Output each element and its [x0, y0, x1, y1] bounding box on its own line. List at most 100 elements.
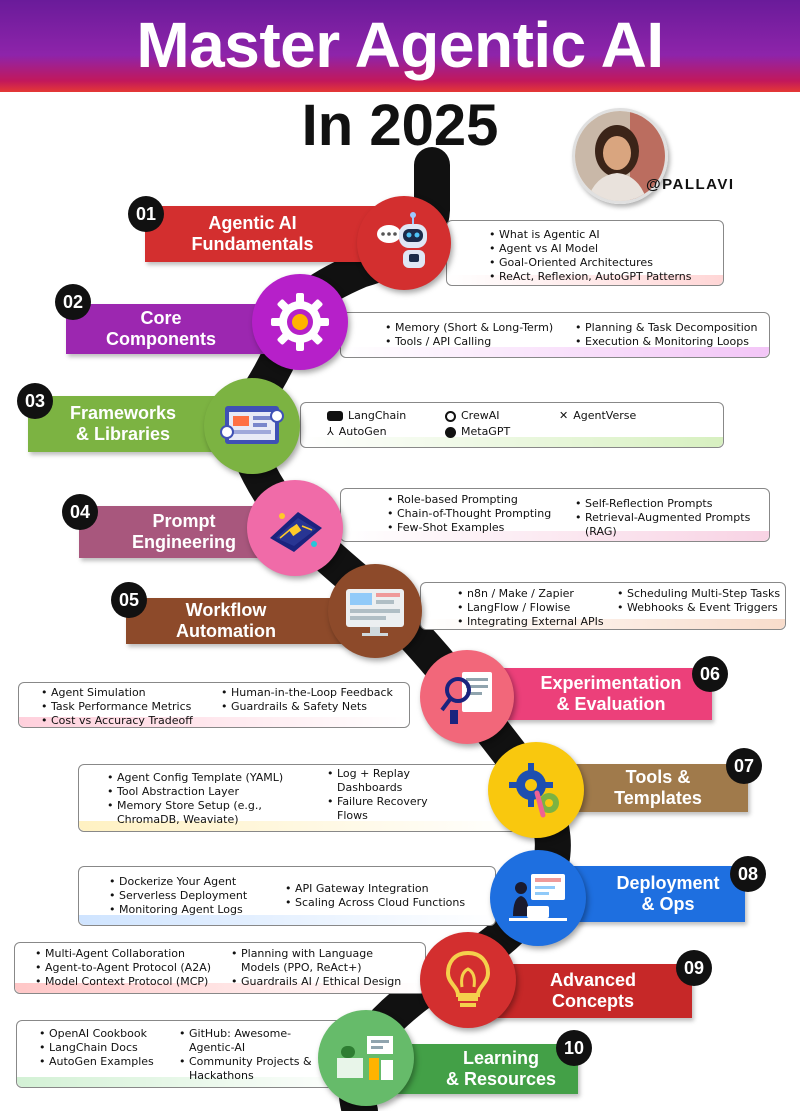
step-title-line: Learning	[462, 1048, 539, 1068]
step-10-title: Learning & Resources	[394, 1044, 578, 1094]
step-08-circle	[490, 850, 586, 946]
list-item: Webhooks & Event Triggers	[617, 601, 780, 615]
magnifier-icon	[440, 672, 492, 724]
list-item: OpenAI Cookbook	[39, 1027, 179, 1041]
list-item: Log + Replay Dashboards	[327, 767, 445, 795]
gears-icon	[509, 763, 559, 818]
step-title-line: Templates	[614, 788, 702, 808]
step-title-line: Experimentation	[540, 673, 682, 693]
step-10-circle	[318, 1010, 414, 1106]
list-item: Goal-Oriented Architectures	[489, 256, 692, 270]
framework-label: LangChain	[348, 409, 407, 422]
step-04-number: 04	[62, 494, 98, 530]
robot-icon	[377, 212, 427, 268]
books-icon	[337, 1036, 393, 1080]
step-10-number: 10	[556, 1030, 592, 1066]
list-item: Tools / API Calling	[385, 335, 553, 349]
step-02-circle	[252, 274, 348, 370]
lightbulb-icon	[445, 950, 491, 1007]
framework-autogen: ⅄AutoGen	[327, 425, 387, 438]
list-item: Chain-of-Thought Prompting	[387, 507, 551, 521]
list-item: Agent vs AI Model	[489, 242, 692, 256]
circuit-board-icon	[270, 512, 322, 552]
step-02-title: Core Components	[66, 304, 276, 354]
avatar-portrait-icon	[575, 111, 665, 201]
step-03-details: LangChain CrewAI ✕AgentVerse ⅄AutoGen Me…	[300, 402, 724, 448]
list-item: Planning with Language Models (PPO, ReAc…	[231, 947, 411, 975]
step-title-line: & Libraries	[75, 424, 171, 444]
dashboard-icon	[346, 589, 404, 636]
avatar	[572, 108, 668, 204]
framework-label: MetaGPT	[461, 425, 511, 438]
list-item: GitHub: Awesome-Agentic-AI	[179, 1027, 319, 1055]
list-item: Monitoring Agent Logs	[109, 903, 247, 917]
list-item: Memory (Short & Long-Term)	[385, 321, 553, 335]
step-07-number: 07	[726, 748, 762, 784]
step-02-details: Memory (Short & Long-Term) Tools / API C…	[340, 312, 770, 358]
author-handle: @PALLAVI	[646, 176, 735, 193]
step-title-line: Advanced	[549, 970, 637, 990]
step-title-line: Fundamentals	[191, 234, 314, 254]
step-05-title: Workflow Automation	[126, 598, 356, 644]
step-title-line: Workflow	[185, 600, 267, 620]
step-01-circle	[357, 196, 451, 290]
framework-agentverse: ✕AgentVerse	[559, 409, 637, 422]
step-09-number: 09	[676, 950, 712, 986]
step-title-line: Deployment	[616, 873, 720, 893]
list-item: Agent-to-Agent Protocol (A2A)	[35, 961, 211, 975]
list-item: Retrieval-Augmented Prompts (RAG)	[575, 511, 771, 539]
list-item: Role-based Prompting	[387, 493, 551, 507]
step-title-line: Frameworks	[69, 403, 177, 423]
list-item: Scheduling Multi-Step Tasks	[617, 587, 780, 601]
list-item: Guardrails & Safety Nets	[221, 700, 393, 714]
step-07-circle	[488, 742, 584, 838]
title-banner	[0, 0, 800, 92]
step-09-details: Multi-Agent Collaboration Agent-to-Agent…	[14, 942, 426, 994]
list-item: Serverless Deployment	[109, 889, 247, 903]
framework-label: AutoGen	[338, 425, 387, 438]
step-title-line: Concepts	[551, 991, 634, 1011]
step-03-number: 03	[17, 383, 53, 419]
step-06-details: Agent Simulation Task Performance Metric…	[18, 682, 410, 728]
step-title-line: Prompt	[152, 511, 216, 531]
step-06-number: 06	[692, 656, 728, 692]
list-item: What is Agentic AI	[489, 228, 692, 242]
list-item: Execution & Monitoring Loops	[575, 335, 758, 349]
list-item: Few-Shot Examples	[387, 521, 551, 535]
step-07-details: Agent Config Template (YAML) Tool Abstra…	[78, 764, 524, 832]
step-title-line: Engineering	[131, 532, 236, 552]
list-item: Community Projects & Hackathons	[179, 1055, 319, 1083]
step-08-details: Dockerize Your Agent Serverless Deployme…	[78, 866, 496, 926]
framework-label: CrewAI	[461, 409, 500, 422]
page-subtitle: In 2025	[301, 93, 499, 158]
step-title-line: & Ops	[641, 894, 695, 914]
step-09-circle	[420, 932, 516, 1028]
step-title-line: Components	[106, 329, 216, 349]
list-item: Agent Config Template (YAML)	[107, 771, 317, 785]
list-item: Human-in-the-Loop Feedback	[221, 686, 393, 700]
list-item: Failure Recovery Flows	[327, 795, 445, 823]
list-item: Self-Reflection Prompts	[575, 497, 771, 511]
list-item: AutoGen Examples	[39, 1055, 179, 1069]
step-title-line: Agentic AI	[208, 213, 297, 233]
list-item: Guardrails AI / Ethical Design	[231, 975, 411, 989]
list-item: ReAct, Reflexion, AutoGPT Patterns	[489, 270, 692, 284]
step-03-title: Frameworks & Libraries	[28, 396, 238, 452]
step-title-line: & Evaluation	[556, 694, 666, 714]
list-item: n8n / Make / Zapier	[457, 587, 604, 601]
step-title-line: & Resources	[445, 1069, 557, 1089]
list-item: Model Context Protocol (MCP)	[35, 975, 211, 989]
list-item: Multi-Agent Collaboration	[35, 947, 211, 961]
step-05-details: n8n / Make / Zapier LangFlow / Flowise I…	[420, 582, 786, 630]
list-item: Integrating External APIs	[457, 615, 604, 629]
step-title-line: Automation	[176, 621, 276, 641]
framework-label: AgentVerse	[573, 409, 637, 422]
step-02-number: 02	[55, 284, 91, 320]
step-04-details: Role-based Prompting Chain-of-Thought Pr…	[340, 488, 770, 542]
framework-langchain: LangChain	[327, 409, 406, 423]
list-item: Planning & Task Decomposition	[575, 321, 758, 335]
framework-crewai: CrewAI	[445, 409, 500, 423]
list-item: Dockerize Your Agent	[109, 875, 247, 889]
step-01-number: 01	[128, 196, 164, 232]
list-item: LangChain Docs	[39, 1041, 179, 1055]
